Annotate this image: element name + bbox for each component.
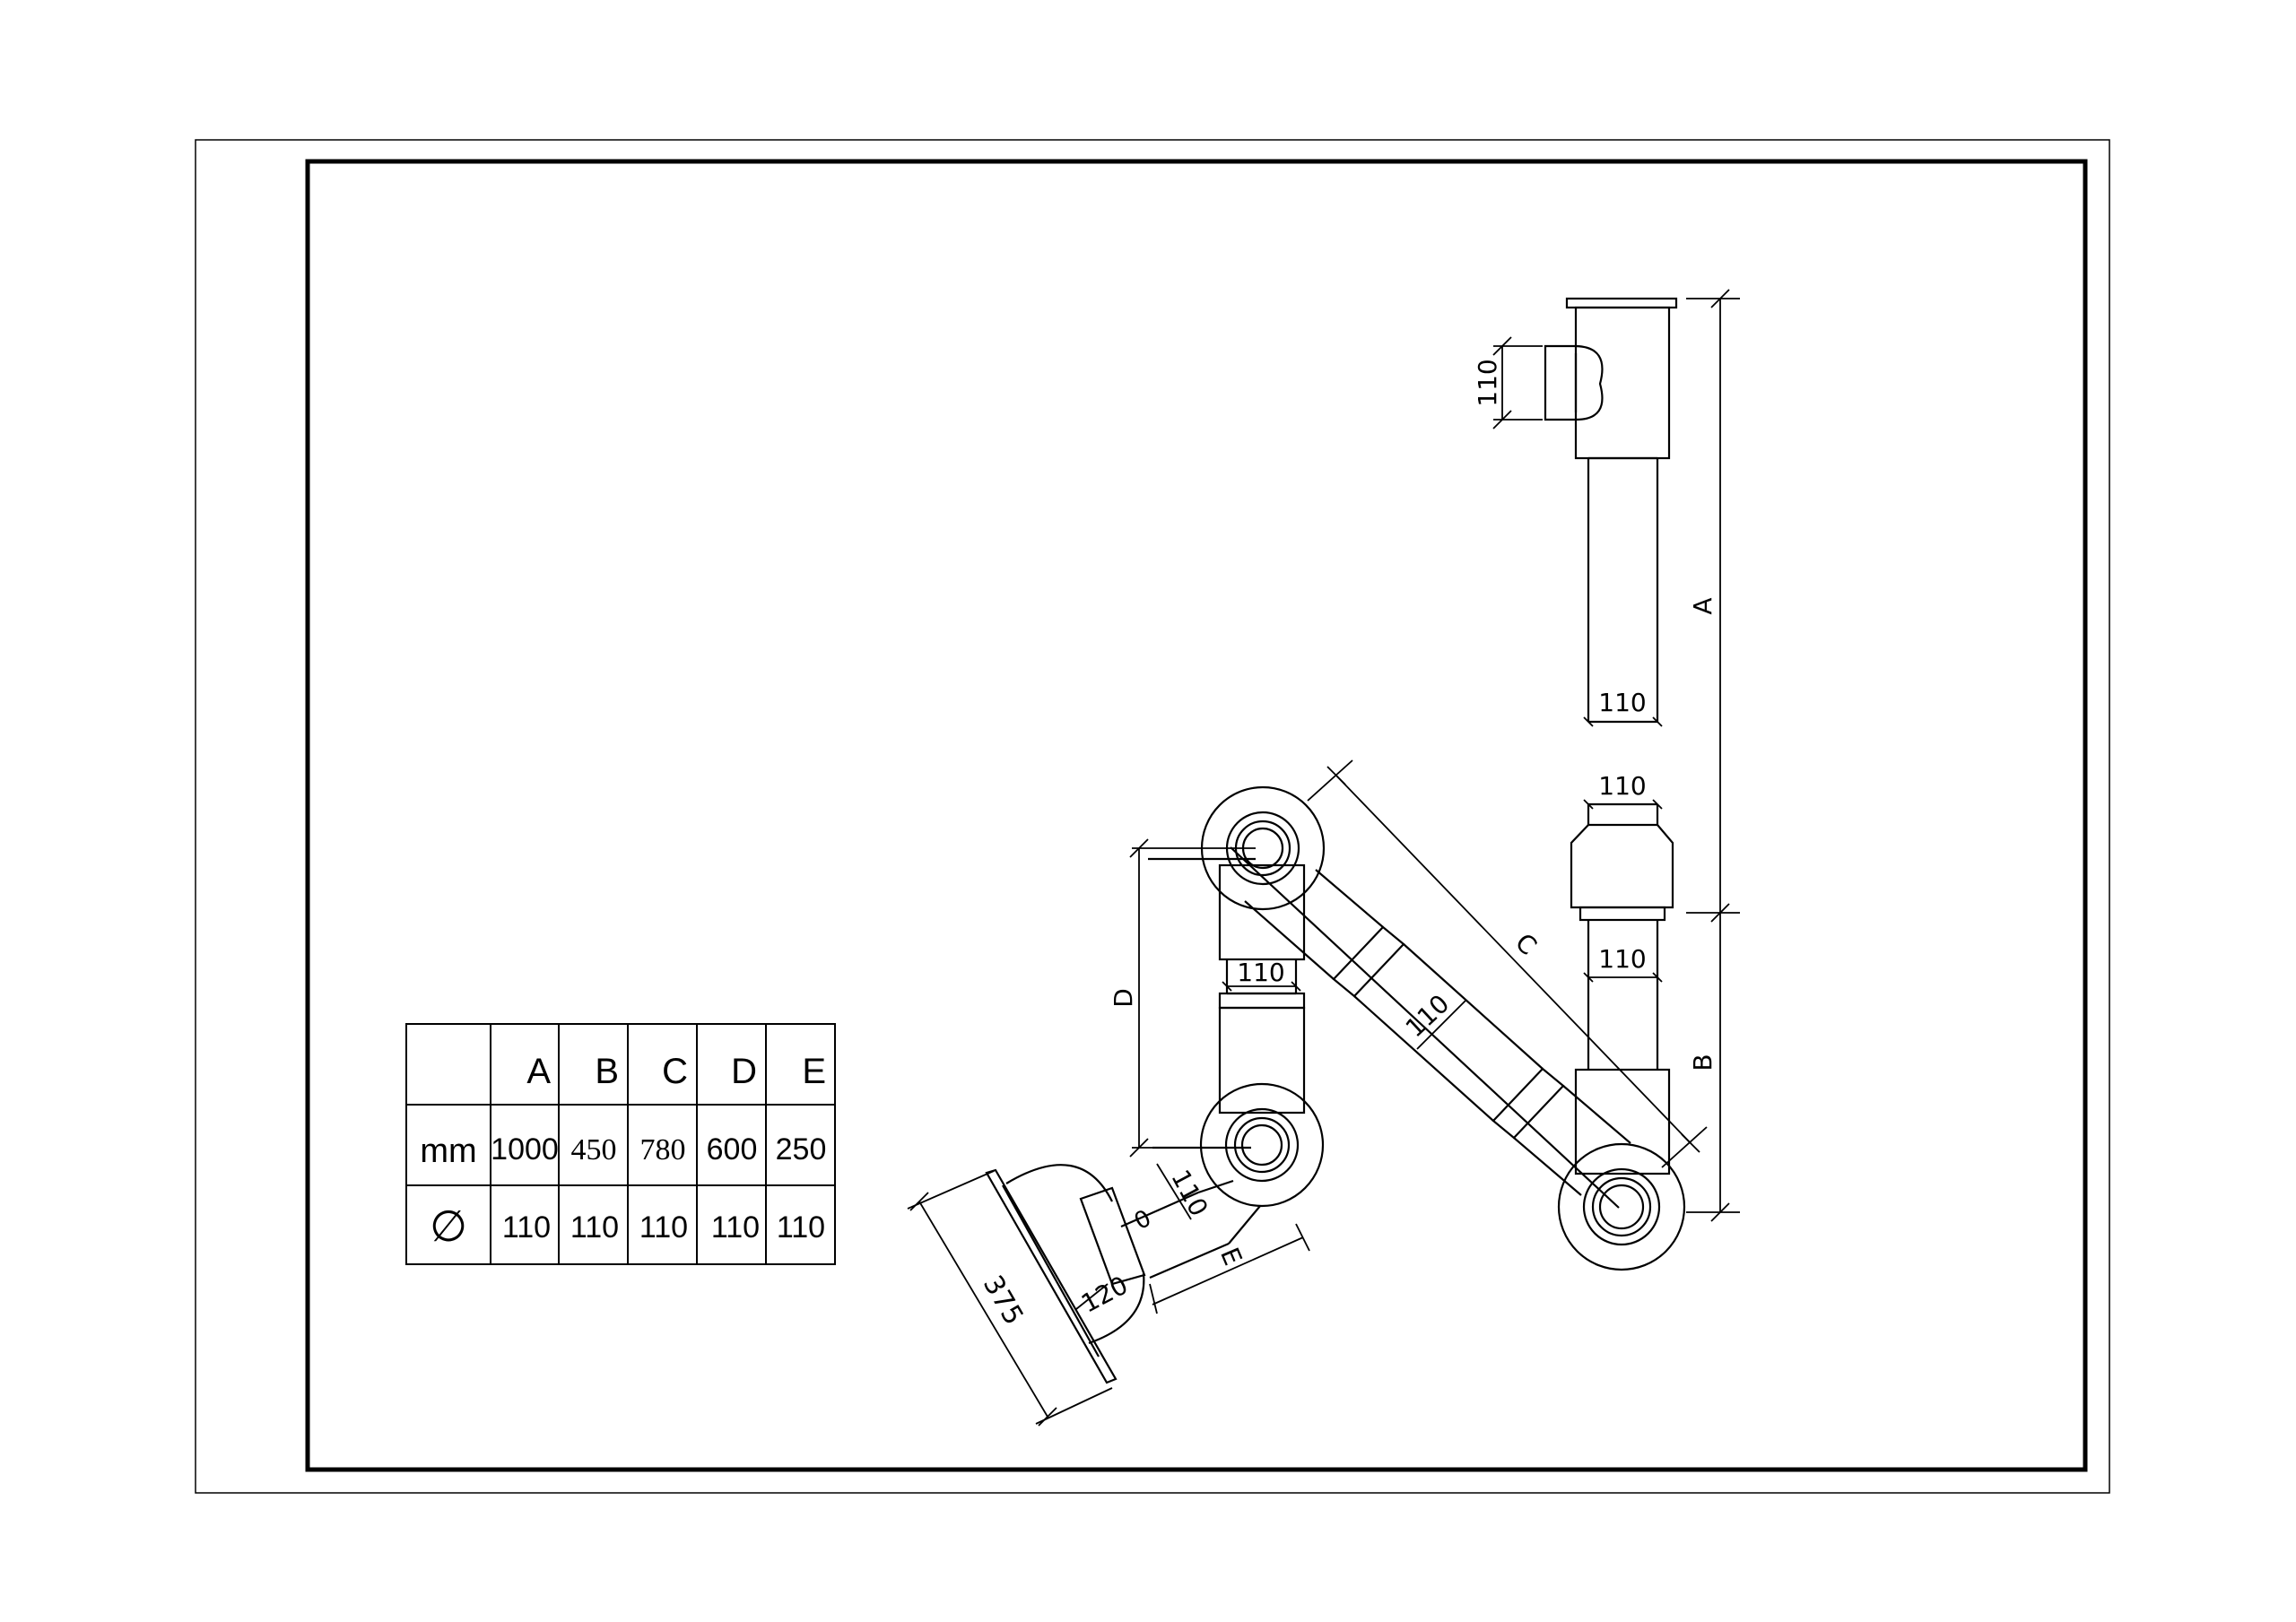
- table-header-c: C: [662, 1052, 688, 1091]
- inner-frame: [305, 159, 2088, 1472]
- dim-label-110-upper: 110: [1598, 688, 1646, 717]
- table-cell-c-mm: 780: [640, 1133, 686, 1167]
- diagonal-tube: [1230, 846, 1631, 1209]
- dim-label-d: D: [1109, 988, 1138, 1008]
- dim-label-b: B: [1688, 1054, 1718, 1071]
- table-cell-e-mm: 250: [776, 1132, 827, 1167]
- vertical-tube-upper: [1570, 456, 1674, 1175]
- table-header-d: D: [731, 1052, 757, 1091]
- table-cell-d-diameter: 110: [711, 1210, 760, 1245]
- dim-label-c: C: [1509, 927, 1543, 960]
- dim-label-110-left: 110: [1237, 958, 1284, 987]
- table-row-label-mm: mm: [420, 1132, 476, 1170]
- dim-label-a: A: [1688, 597, 1718, 614]
- table-row-label-diameter: ∅: [430, 1203, 467, 1251]
- dim-label-zero: 0: [1130, 1205, 1156, 1236]
- wall-bracket: [1544, 297, 1678, 460]
- vertical-tube-left: [1148, 857, 1306, 1115]
- dimension-line-e: [1149, 1223, 1310, 1314]
- table-cell-a-diameter: 110: [502, 1210, 551, 1245]
- dimension-line-bracket-110: [1492, 336, 1543, 429]
- dim-label-110-diagonal: 110: [1400, 989, 1456, 1044]
- dim-label-110-neck: 110: [1165, 1165, 1213, 1221]
- hood-bell: [985, 1164, 1145, 1384]
- dim-label-375: 375: [977, 1271, 1030, 1331]
- dim-label-110-middle: 110: [1598, 771, 1646, 801]
- dimension-line-d: [1129, 838, 1256, 1158]
- table-header-b: B: [595, 1052, 619, 1091]
- table-cell-b-mm: 450: [571, 1133, 617, 1167]
- table-cell-e-diameter: 110: [777, 1210, 825, 1245]
- table-cell-c-diameter: 110: [639, 1210, 688, 1245]
- table-cell-b-diameter: 110: [570, 1210, 619, 1245]
- elbow-joint-lower-right: [1557, 1142, 1686, 1271]
- dim-label-120: 120: [1076, 1270, 1133, 1318]
- dim-label-110-lower: 110: [1598, 944, 1646, 974]
- pipe-diameter-markers: [1075, 716, 1663, 1310]
- dim-label-110-bracket: 110: [1473, 359, 1502, 406]
- dimension-line-a-b: [1686, 289, 1740, 1222]
- elbow-joint-middle-left: [1199, 1082, 1325, 1208]
- outer-frame: [195, 139, 2110, 1494]
- dimension-table: [405, 1023, 836, 1265]
- dimension-line-375: [907, 1170, 1113, 1427]
- dimension-line-c: [1307, 759, 1708, 1168]
- table-cell-a-mm: 1000: [491, 1132, 559, 1167]
- table-header-e: E: [802, 1052, 826, 1091]
- table-header-a: A: [526, 1052, 551, 1091]
- table-cell-d-mm: 600: [707, 1132, 758, 1167]
